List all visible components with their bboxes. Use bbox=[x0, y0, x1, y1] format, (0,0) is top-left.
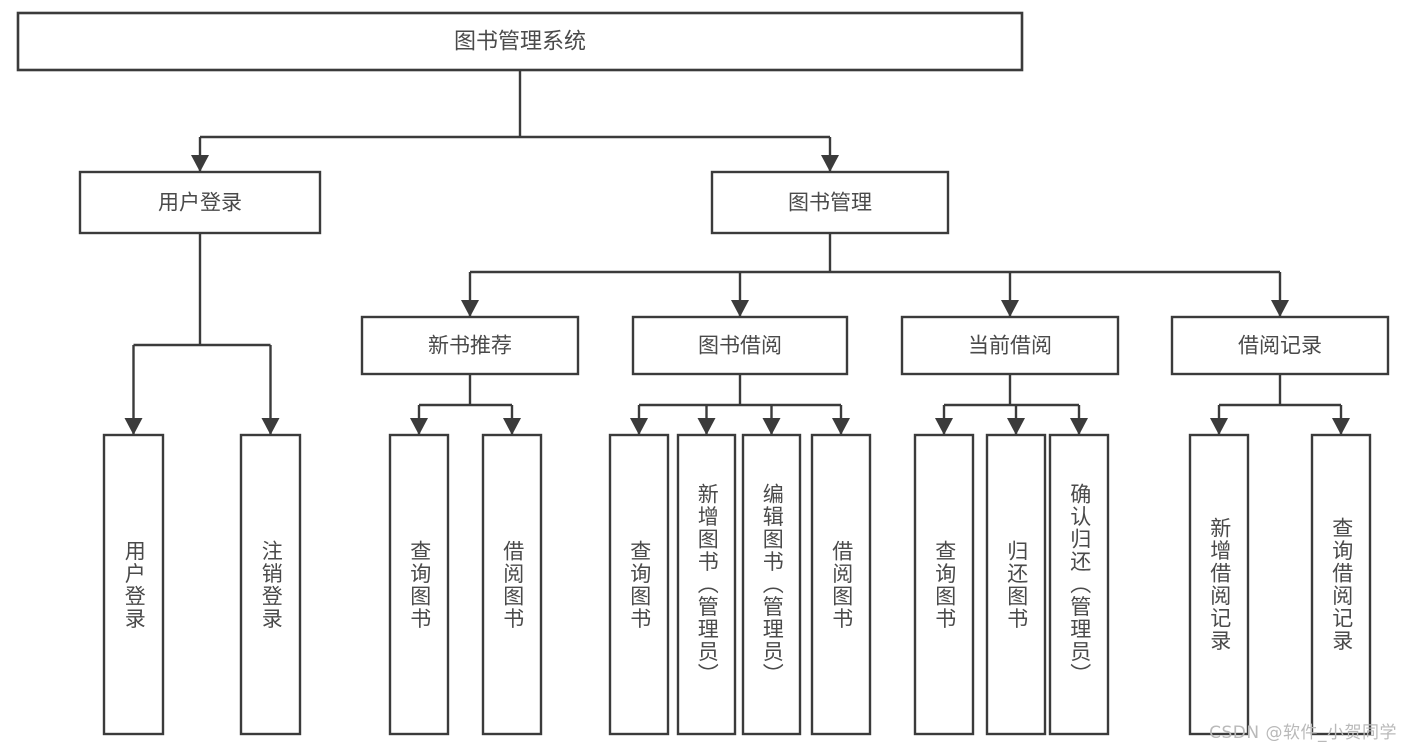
arrow-head-icon bbox=[821, 155, 839, 172]
node-box-leaf-edit-book[interactable] bbox=[741, 433, 802, 736]
node-box-leaf-query-book-1[interactable] bbox=[388, 433, 450, 736]
arrow-head-icon bbox=[1001, 300, 1019, 317]
arrow-head-icon bbox=[191, 155, 209, 172]
node-box-leaf-confirm-return[interactable] bbox=[1048, 433, 1110, 736]
arrow-head-icon bbox=[1007, 418, 1025, 435]
arrow-head-icon bbox=[1271, 300, 1289, 317]
arrow-head-icon bbox=[1070, 418, 1088, 435]
arrow-head-icon bbox=[410, 418, 428, 435]
node-label-book-manage: 图书管理 bbox=[788, 191, 872, 215]
boxes-layer bbox=[16, 11, 1390, 736]
arrow-head-icon bbox=[1210, 418, 1228, 435]
connectors-layer bbox=[124, 70, 1350, 435]
node-box-leaf-query-book-2[interactable] bbox=[608, 433, 670, 736]
node-box-leaf-add-record[interactable] bbox=[1188, 433, 1250, 736]
arrow-head-icon bbox=[261, 418, 280, 435]
node-box-book-manage[interactable] bbox=[710, 170, 950, 235]
arrow-head-icon bbox=[461, 300, 479, 317]
node-box-user-login[interactable] bbox=[78, 170, 322, 235]
node-box-leaf-logout[interactable] bbox=[239, 433, 302, 736]
arrow-head-icon bbox=[630, 418, 648, 435]
csdn-watermark: CSDN @软件_小贺同学 bbox=[1209, 723, 1397, 743]
node-box-leaf-query-record[interactable] bbox=[1310, 433, 1372, 736]
node-box-current-borrow[interactable] bbox=[900, 315, 1120, 376]
node-label-user-login: 用户登录 bbox=[158, 191, 242, 215]
arrow-head-icon bbox=[697, 418, 716, 435]
node-label-borrow-record: 借阅记录 bbox=[1238, 334, 1322, 358]
arrow-head-icon bbox=[935, 418, 953, 435]
node-box-borrow-record[interactable] bbox=[1170, 315, 1390, 376]
node-box-leaf-add-book[interactable] bbox=[676, 433, 737, 736]
node-box-leaf-borrow-book-1[interactable] bbox=[481, 433, 543, 736]
node-box-root[interactable] bbox=[16, 11, 1024, 72]
node-label-current-borrow: 当前借阅 bbox=[968, 334, 1052, 358]
arrow-head-icon bbox=[731, 300, 749, 317]
arrow-head-icon bbox=[124, 418, 143, 435]
node-label-new-book-recommend: 新书推荐 bbox=[428, 334, 512, 358]
node-box-book-borrow[interactable] bbox=[631, 315, 849, 376]
node-label-root: 图书管理系统 bbox=[454, 30, 586, 55]
arrow-head-icon bbox=[1332, 418, 1350, 435]
node-box-leaf-borrow-book-2[interactable] bbox=[810, 433, 872, 736]
arrow-head-icon bbox=[762, 418, 781, 435]
node-box-leaf-user-login[interactable] bbox=[102, 433, 165, 736]
arrow-head-icon bbox=[832, 418, 850, 435]
node-label-book-borrow: 图书借阅 bbox=[698, 334, 782, 358]
node-box-leaf-query-book-3[interactable] bbox=[913, 433, 975, 736]
arrow-head-icon bbox=[503, 418, 521, 435]
node-box-new-book-recommend[interactable] bbox=[360, 315, 580, 376]
node-box-leaf-return-book[interactable] bbox=[985, 433, 1047, 736]
